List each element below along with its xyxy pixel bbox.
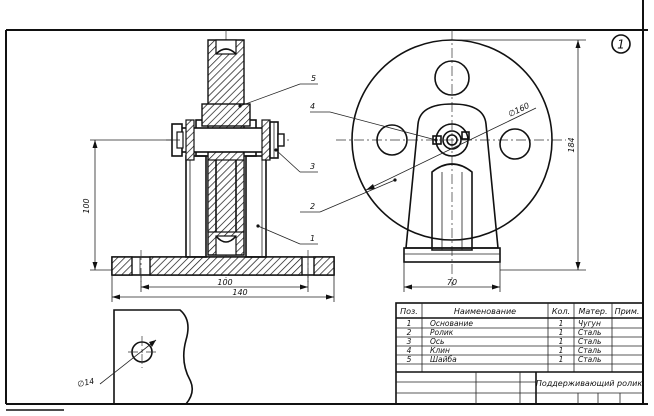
front-view bbox=[111, 30, 335, 282]
callout-1: 1 bbox=[310, 234, 315, 243]
row-material: Чугун bbox=[578, 319, 601, 328]
row-name: Ролик bbox=[430, 328, 454, 337]
sheet-number-badge: 1 bbox=[611, 34, 631, 54]
row-qty: 1 bbox=[559, 328, 564, 337]
row-pos: 5 bbox=[407, 355, 412, 364]
callout-3: 3 bbox=[310, 162, 315, 171]
row-name: Клин bbox=[430, 346, 450, 355]
sheet-number: 1 bbox=[617, 38, 625, 52]
row-material: Сталь bbox=[578, 337, 601, 346]
sheet-frame bbox=[5, 0, 648, 411]
row-name: Основание bbox=[430, 319, 473, 328]
side-view-dimensions: 184 70 ∅160 4 2 bbox=[300, 39, 586, 292]
row-qty: 1 bbox=[559, 355, 564, 364]
row-pos: 2 bbox=[407, 328, 412, 337]
drawing-title: Поддерживающий ролик bbox=[536, 379, 642, 388]
row-qty: 1 bbox=[559, 346, 564, 355]
dimension-width-100: 100 bbox=[217, 278, 232, 287]
table-header-qty: Кол. bbox=[552, 307, 570, 316]
callout-5: 5 bbox=[311, 74, 316, 83]
dimension-width-140: 140 bbox=[232, 288, 247, 297]
axle bbox=[179, 127, 275, 153]
front-view-dimensions: 100 100 140 bbox=[82, 139, 335, 302]
table-row: 4 Клин 1 Сталь bbox=[407, 346, 602, 355]
row-material: Сталь bbox=[578, 328, 601, 337]
table-header-note: Прим. bbox=[615, 307, 640, 316]
parts-table: Поз. Наименование Кол. Матер. Прим. 1 Ос… bbox=[395, 302, 644, 405]
table-row: 3 Ось 1 Сталь bbox=[407, 337, 602, 346]
row-name: Шайба bbox=[430, 355, 457, 364]
table-row: 1 Основание 1 Чугун bbox=[407, 319, 601, 328]
base-detail-view: ∅14 bbox=[77, 309, 194, 405]
row-pos: 1 bbox=[407, 319, 412, 328]
table-row: 5 Шайба 1 Сталь bbox=[407, 355, 602, 364]
dimension-width-70: 70 bbox=[447, 278, 457, 287]
row-name: Ось bbox=[430, 337, 444, 346]
side-view bbox=[336, 30, 566, 286]
table-row: 2 Ролик 1 Сталь bbox=[407, 328, 602, 337]
table-header-pos: Поз. bbox=[400, 307, 418, 316]
table-header-name: Наименование bbox=[454, 307, 516, 316]
row-material: Сталь bbox=[578, 355, 601, 364]
row-pos: 3 bbox=[407, 337, 412, 346]
callout-4: 4 bbox=[310, 102, 315, 111]
row-qty: 1 bbox=[559, 337, 564, 346]
callout-2: 2 bbox=[310, 202, 315, 211]
dimension-height-100: 100 bbox=[82, 198, 91, 213]
front-view-callouts: 5 3 1 bbox=[238, 74, 318, 245]
row-qty: 1 bbox=[559, 319, 564, 328]
support-bracket bbox=[405, 103, 499, 249]
row-pos: 4 bbox=[407, 346, 412, 355]
table-header-material: Матер. bbox=[578, 307, 607, 316]
dimension-diameter-14: ∅14 bbox=[77, 377, 96, 389]
row-material: Сталь bbox=[578, 346, 601, 355]
dimension-height-184: 184 bbox=[567, 137, 576, 152]
